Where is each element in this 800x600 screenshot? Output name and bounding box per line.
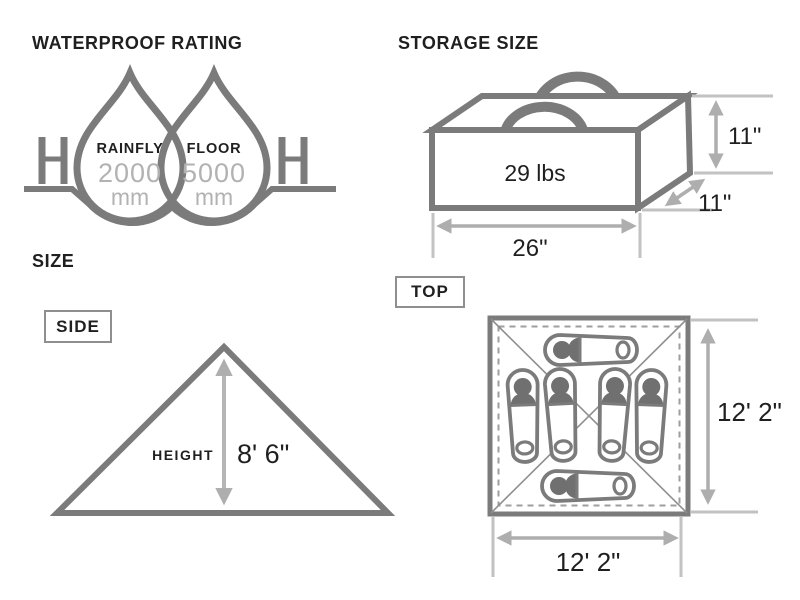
waterproof-title: WATERPROOF RATING — [32, 33, 243, 53]
tent-height-label: HEIGHT — [152, 447, 214, 463]
floor-rating-unit: mm — [195, 184, 233, 210]
bag-height-value: 11" — [728, 123, 761, 150]
waterproof-diagram: RAINFLY 2000 mm FLOOR 5000 mm — [24, 64, 336, 227]
raindrop-floor-icon — [157, 64, 271, 225]
dimension-extension-lines — [491, 318, 758, 577]
side-view-tag: SIDE — [44, 310, 112, 343]
top-view-label: TOP — [411, 282, 449, 301]
h-marker-left — [38, 137, 68, 184]
sleeping-bag-icon — [543, 333, 639, 367]
tent-height-value: 8' 6" — [237, 439, 289, 469]
rainfly-label: RAINFLY — [96, 141, 163, 157]
tent-side-outline — [49, 342, 396, 516]
bag-front-face — [429, 127, 641, 211]
sleeping-bag-icon — [540, 469, 636, 503]
top-view-tag: TOP — [395, 276, 465, 308]
bag-weight-value: 29 lbs — [504, 160, 565, 186]
floor-rating-value: 5000 — [182, 158, 246, 188]
bag-depth-arrow — [664, 178, 706, 207]
sleeping-bag-icon — [505, 367, 543, 465]
storage-title: STORAGE SIZE — [398, 33, 539, 53]
sleeping-bag-icon — [594, 366, 633, 464]
floor-width-value: 12' 2" — [556, 547, 621, 577]
storage-bag-diagram: 29 lbs 11" 11" 26" — [422, 71, 773, 262]
dimension-extension-lines — [431, 94, 773, 258]
rainfly-rating-value: 2000 — [98, 158, 162, 188]
side-view-diagram: HEIGHT 8' 6" — [49, 342, 396, 516]
tent-floor-inner-dashed — [497, 325, 681, 507]
bag-depth-value: 11" — [698, 190, 731, 217]
bag-front-handle — [500, 101, 588, 134]
floor-label: FLOOR — [187, 141, 242, 157]
bag-width-value: 26" — [512, 235, 547, 262]
rainfly-rating-unit: mm — [111, 184, 149, 210]
floor-depth-value: 12' 2" — [717, 397, 782, 427]
sleeping-bag-icon — [631, 367, 669, 465]
top-view-diagram: 12' 2" 12' 2" — [487, 315, 782, 577]
size-title: SIZE — [32, 251, 75, 271]
raindrop-rainfly-icon — [73, 64, 187, 225]
h-marker-right — [278, 137, 308, 184]
sleeping-bag-icon — [542, 366, 581, 464]
tent-pole-diagonals — [490, 318, 688, 514]
side-view-label: SIDE — [56, 316, 100, 336]
